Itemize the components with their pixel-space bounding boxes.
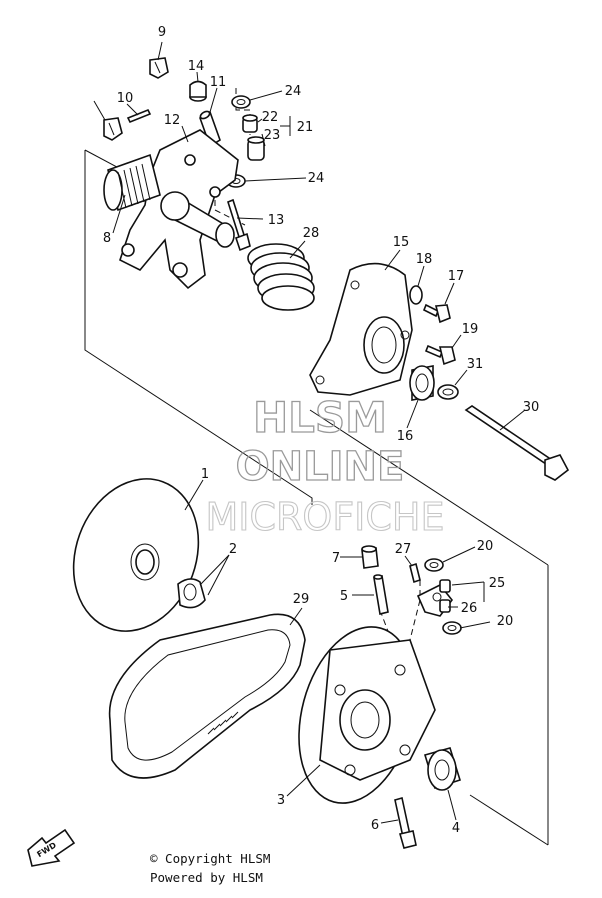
callout-11: 11: [210, 75, 227, 90]
callout-8: 8: [103, 231, 111, 246]
roller-part-26: [439, 579, 451, 613]
callout-14: 14: [188, 59, 205, 74]
washer-part-18: [409, 285, 423, 305]
washer-part-20-lower: [442, 621, 462, 635]
copyright-text: © Copyright HLSM: [150, 851, 271, 866]
assembly-boundary-line: [84, 150, 313, 505]
watermark: HLSM ONLINE MICROFICHE: [205, 392, 445, 539]
pin-part-10: [126, 108, 152, 124]
callout-26: 26: [461, 601, 478, 616]
washer-part-31: [437, 384, 459, 400]
callout-23: 23: [264, 128, 281, 143]
callout-16: 16: [397, 429, 414, 444]
spider-assembly-part-8: [103, 129, 239, 290]
callout-2: 2: [229, 542, 237, 557]
callout-1: 1: [201, 467, 209, 482]
callout-31: 31: [467, 357, 484, 372]
bolt-part-6: [394, 796, 417, 849]
callout-9-top: 9: [158, 25, 166, 40]
callout-4: 4: [452, 821, 460, 836]
guide-line: [409, 580, 421, 641]
callout-10: 10: [117, 91, 134, 106]
clip-part-9-left: [103, 117, 123, 141]
movable-sheave-part-3: [298, 626, 436, 804]
bushing-part-16: [409, 365, 435, 401]
callout-25: 25: [489, 576, 506, 591]
bolt-part-17: [422, 303, 451, 324]
bushing-part-4: [423, 747, 462, 791]
callout-12: 12: [164, 113, 181, 128]
screw-part-27: [409, 562, 421, 584]
callout-19: 19: [462, 322, 479, 337]
callout-15: 15: [393, 235, 410, 250]
roller-part-22: [242, 114, 258, 133]
callout-29: 29: [293, 592, 310, 607]
belt-part-29: [108, 613, 306, 779]
watermark-line-1: HLSM: [253, 393, 387, 442]
callout-7: 7: [332, 551, 340, 566]
bolt-part-19: [424, 344, 456, 366]
callout-22: 22: [262, 110, 279, 125]
assembly-boundary-line: [469, 794, 549, 846]
cover-part-15: [309, 262, 413, 396]
roller-part-23: [247, 136, 265, 161]
callout-21: 21: [297, 120, 314, 135]
callout-20-lower: 20: [497, 614, 514, 629]
callout-30: 30: [523, 400, 540, 415]
bolt-part-13: [227, 198, 251, 252]
pin-part-5: [373, 574, 389, 615]
callout-24-lower: 24: [308, 171, 325, 186]
clip-part-9-top: [149, 57, 169, 79]
callout-3: 3: [277, 793, 285, 808]
cap-part-7: [361, 545, 379, 569]
bolt-part-30: [464, 405, 570, 481]
callout-20-upper: 20: [477, 539, 494, 554]
callout-labels: 9 14 11 24 10 22 21 23 12 24 8 13 28 15 …: [103, 25, 539, 836]
callout-28: 28: [303, 226, 320, 241]
callout-18: 18: [416, 252, 433, 267]
washer-part-20-upper: [424, 558, 444, 572]
fwd-arrow-icon: FWD: [27, 828, 76, 867]
callout-5: 5: [340, 589, 348, 604]
washer-part-24-top: [231, 95, 251, 109]
callout-13: 13: [268, 213, 285, 228]
watermark-line-2: ONLINE: [236, 444, 405, 490]
assembly-boundary-line: [309, 409, 549, 566]
leader-lines: [93, 41, 526, 824]
sheave-part-1: [72, 478, 200, 632]
cap-part-14: [189, 80, 207, 102]
callout-24-top: 24: [285, 84, 302, 99]
powered-by-text: Powered by HLSM: [150, 870, 263, 885]
bushing-part-2: [177, 578, 206, 609]
callout-17: 17: [448, 269, 465, 284]
watermark-line-3: MICROFICHE: [205, 495, 444, 539]
callout-27: 27: [395, 542, 412, 557]
callout-6: 6: [371, 818, 379, 833]
spring-part-28: [247, 243, 315, 311]
